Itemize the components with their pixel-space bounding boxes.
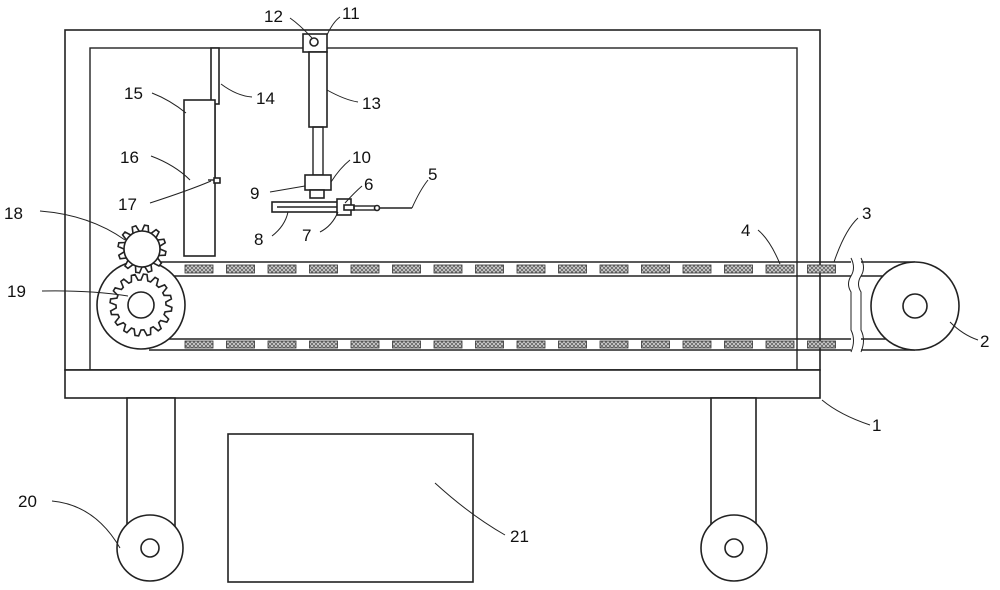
label-8: 8 bbox=[254, 230, 263, 249]
belt-plate bbox=[309, 264, 338, 274]
label-1: 1 bbox=[872, 416, 881, 435]
belt-plate bbox=[682, 264, 712, 274]
drive-wheel bbox=[96, 260, 186, 350]
label-5: 5 bbox=[428, 165, 437, 184]
belt-plate bbox=[516, 340, 546, 349]
belt-plate bbox=[475, 340, 504, 349]
belt-plate bbox=[267, 340, 297, 349]
belt-plate bbox=[599, 264, 629, 274]
belt-plate bbox=[558, 340, 587, 349]
lifting-cylinder bbox=[302, 33, 332, 199]
conveyor-belt bbox=[149, 257, 915, 353]
label-17: 17 bbox=[118, 195, 137, 214]
label-16: 16 bbox=[120, 148, 139, 167]
label-21: 21 bbox=[510, 527, 529, 546]
label-18: 18 bbox=[4, 204, 23, 223]
belt-plate bbox=[682, 340, 712, 349]
label-6: 6 bbox=[364, 175, 373, 194]
belt-plate bbox=[641, 340, 670, 349]
driven-roller bbox=[870, 261, 960, 351]
belt-plate bbox=[516, 264, 546, 274]
belt-plate bbox=[392, 264, 421, 274]
belt-plate bbox=[433, 340, 463, 349]
right-leg bbox=[700, 397, 768, 582]
cutter-assembly bbox=[271, 198, 412, 216]
small-gear bbox=[117, 224, 167, 274]
label-20: 20 bbox=[18, 492, 37, 511]
label-13: 13 bbox=[362, 94, 381, 113]
belt-plate bbox=[807, 264, 836, 274]
scraper-assembly bbox=[183, 47, 221, 257]
label-19: 19 bbox=[7, 282, 26, 301]
belt-plate bbox=[226, 340, 255, 349]
left-leg bbox=[116, 397, 184, 582]
label-15: 15 bbox=[124, 84, 143, 103]
leader-lines bbox=[39, 16, 979, 549]
belt-plate bbox=[724, 264, 753, 274]
belt-plate bbox=[558, 264, 587, 274]
belt-plate bbox=[724, 340, 753, 349]
label-4: 4 bbox=[741, 221, 750, 240]
belt-plate bbox=[765, 264, 795, 274]
label-2: 2 bbox=[980, 332, 989, 351]
belt-plate bbox=[392, 340, 421, 349]
control-box bbox=[227, 433, 474, 583]
belt-plate bbox=[350, 340, 380, 349]
belt-plate bbox=[267, 264, 297, 274]
label-10: 10 bbox=[352, 148, 371, 167]
belt-plate bbox=[807, 340, 836, 349]
label-9: 9 bbox=[250, 184, 259, 203]
label-3: 3 bbox=[862, 204, 871, 223]
belt-plate bbox=[309, 340, 338, 349]
belt-plate bbox=[350, 264, 380, 274]
belt-plate bbox=[475, 264, 504, 274]
belt-plate bbox=[641, 264, 670, 274]
part-labels: 1 2 3 4 5 6 7 8 9 10 11 12 13 14 15 16 1… bbox=[4, 4, 989, 546]
label-14: 14 bbox=[256, 89, 275, 108]
belt-plate bbox=[433, 264, 463, 274]
belt-plate bbox=[599, 340, 629, 349]
label-7: 7 bbox=[302, 226, 311, 245]
belt-plate bbox=[184, 340, 214, 349]
label-11: 11 bbox=[342, 4, 360, 23]
label-12: 12 bbox=[264, 7, 283, 26]
belt-plate bbox=[226, 264, 255, 274]
belt-plate bbox=[184, 264, 214, 274]
belt-plate bbox=[765, 340, 795, 349]
